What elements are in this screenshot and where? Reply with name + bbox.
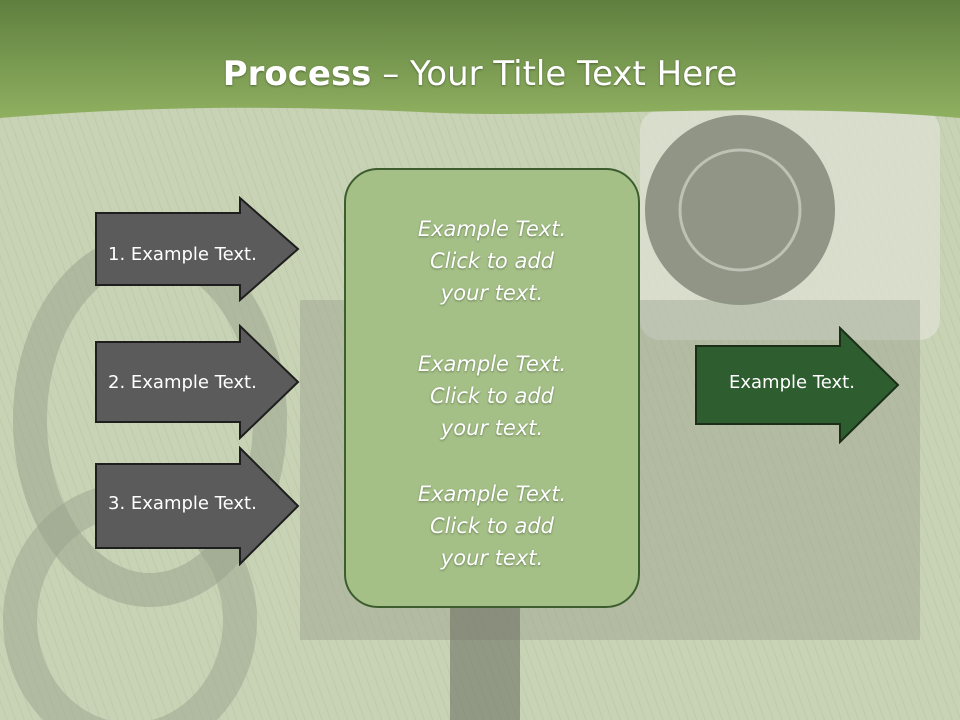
center-item-3-line1: Example Text.: [417, 482, 567, 506]
center-item-2: Example Text. Click to add your text.: [344, 348, 640, 444]
left-arrow-3[interactable]: [94, 446, 300, 566]
right-arrow[interactable]: [694, 326, 900, 444]
slide-title: Process – Your Title Text Here: [0, 52, 960, 96]
center-text-box[interactable]: [344, 168, 640, 608]
center-item-1-line3: your text.: [440, 281, 544, 305]
center-item-3: Example Text. Click to add your text.: [344, 478, 640, 574]
right-arrow-label: Example Text.: [729, 372, 855, 393]
center-item-3-line2: Click to add: [429, 514, 554, 538]
title-rest-part: – Your Title Text Here: [371, 54, 738, 94]
center-item-1-line2: Click to add: [429, 249, 554, 273]
center-item-1-line1: Example Text.: [417, 217, 567, 241]
left-arrow-1-label: 1. Example Text.: [108, 244, 257, 265]
center-item-2-line1: Example Text.: [417, 352, 567, 376]
center-item-2-line3: your text.: [440, 416, 544, 440]
center-item-1: Example Text. Click to add your text.: [344, 213, 640, 309]
left-arrow-3-label: 3. Example Text.: [108, 493, 257, 514]
left-arrow-1[interactable]: [94, 196, 300, 302]
left-arrow-2[interactable]: [94, 324, 300, 440]
title-bold-part: Process: [222, 54, 372, 94]
left-arrow-2-label: 2. Example Text.: [108, 372, 257, 393]
center-item-2-line2: Click to add: [429, 384, 554, 408]
center-item-3-line3: your text.: [440, 546, 544, 570]
